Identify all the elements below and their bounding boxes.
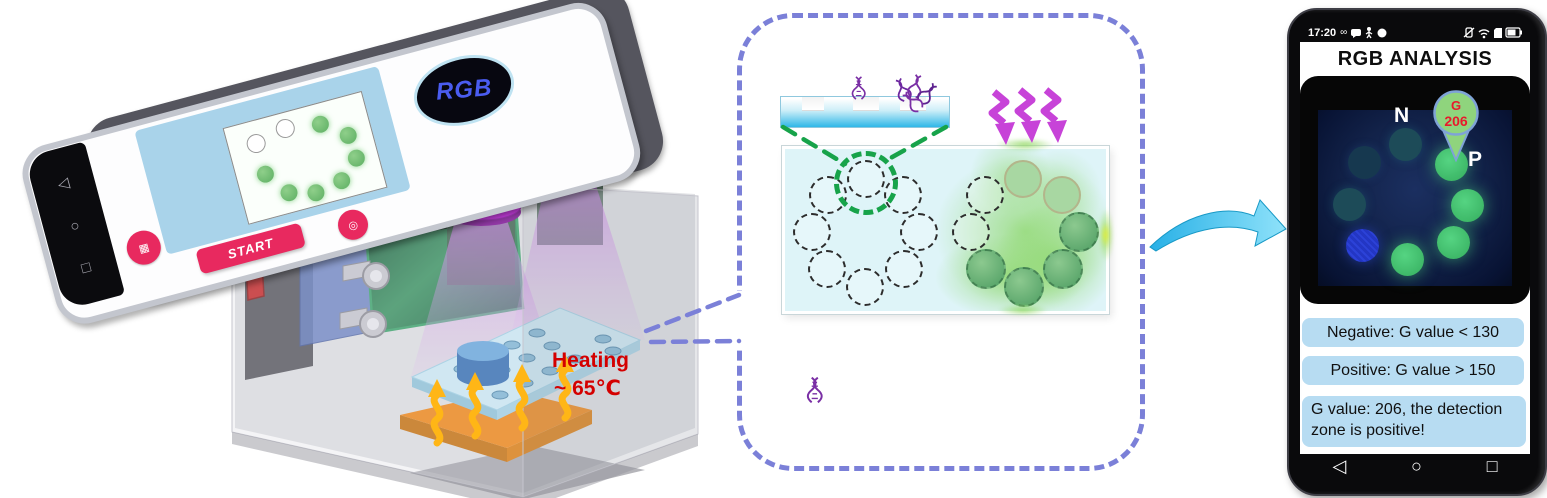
strip-well-target: [853, 97, 879, 111]
well-negative: [808, 250, 846, 288]
preview-well-green: [278, 182, 300, 204]
home-icon[interactable]: ○: [68, 216, 82, 236]
chip-top-view: [782, 146, 1109, 314]
pin-channel: G: [1451, 98, 1461, 113]
well-negative: [846, 268, 884, 306]
well-empty: [966, 176, 1004, 214]
well-empty: [952, 213, 990, 251]
preview-well-empty: [244, 131, 268, 156]
preview-well-green: [337, 125, 359, 146]
dot-right-positive: [1451, 189, 1484, 222]
transfer-arrow: [1149, 199, 1287, 252]
strip-well-empty: [802, 97, 824, 111]
well-negative: [900, 213, 938, 251]
result-nav-bar: ◁ ○ □: [1300, 456, 1530, 477]
dot-bottomright-positive: [1437, 226, 1470, 259]
dot-bottomleft-blue: [1346, 229, 1379, 262]
message-icon: [1351, 28, 1362, 38]
person-icon: [1365, 27, 1373, 39]
recents-icon[interactable]: □: [79, 258, 93, 277]
home-icon[interactable]: ○: [1411, 456, 1422, 476]
preview-well-green: [309, 113, 331, 135]
light-cone: [510, 176, 645, 340]
heater-front: [400, 415, 507, 462]
preview-well-green: [305, 182, 327, 204]
recents-icon[interactable]: □: [1486, 456, 1498, 476]
wifi-icon: [1478, 28, 1490, 38]
positive-zone-label: P: [1468, 148, 1483, 171]
pin-value: 206: [1444, 113, 1468, 129]
well-positive: [1043, 249, 1083, 289]
back-icon[interactable]: ◁: [55, 174, 72, 194]
page-title: RGB ANALYSIS: [1337, 48, 1493, 70]
preview-well-green: [255, 163, 276, 185]
magnifier-ring: [834, 151, 898, 215]
heating-label: Heating: [552, 349, 630, 372]
app-logo-text: RGB: [434, 74, 494, 106]
battery-icon: [1505, 27, 1522, 38]
well-positive: [1059, 212, 1099, 252]
dot-top-negative: [1389, 128, 1422, 161]
well-positive: [966, 249, 1006, 289]
callout-frame-gap: [729, 291, 746, 347]
g-value-pin: G 206: [1433, 90, 1479, 163]
preview-well-empty: [273, 116, 297, 141]
well-positive-light: [1004, 160, 1042, 198]
glow-fringe: [1101, 222, 1110, 248]
chip-cross-section: [780, 96, 950, 128]
dot-topleft-negative: [1348, 146, 1381, 179]
well-negative: [793, 213, 831, 251]
positive-rule-box: Positive: G value > 150: [1302, 356, 1524, 385]
box-skirt: [232, 432, 698, 498]
result-line1: G value: 206, the detection: [1311, 401, 1503, 418]
dna-icon: [851, 76, 866, 100]
negative-zone-label: N: [1394, 104, 1410, 127]
heater-side: [507, 410, 592, 462]
status-bar: 17:20 ∞: [1300, 23, 1530, 42]
dna-icon: [806, 376, 823, 404]
dot-left-negative: [1333, 188, 1366, 221]
notification-icon: [1377, 28, 1387, 37]
preview-well-green: [345, 147, 367, 169]
chip-side: [497, 340, 640, 420]
heating-temperature: ~ 65℃: [554, 377, 621, 400]
infinity-icon: ∞: [1340, 27, 1348, 38]
dot-topright-positive: [1435, 148, 1468, 181]
vibrate-icon: [1463, 27, 1475, 38]
heat-arrow: [430, 366, 572, 447]
well-positive: [1004, 267, 1044, 307]
analysis-photo: [1318, 110, 1512, 286]
sim-icon: [1494, 27, 1502, 38]
well-negative: [885, 250, 923, 288]
glow-fringe: [998, 304, 1048, 316]
sample-cylinder-top: [457, 341, 509, 361]
magnified-callout-frame: [737, 13, 1145, 471]
glow-fringe: [996, 138, 1054, 151]
result-box: G value: 206, the detection zone is posi…: [1302, 396, 1526, 447]
status-time: 17:20: [1308, 26, 1337, 39]
result-line2: zone is positive!: [1311, 422, 1425, 439]
analysis-photo-frame: N P G 206: [1300, 76, 1530, 304]
dot-bottom-positive: [1391, 243, 1424, 276]
negative-rule-box: Negative: G value < 130: [1302, 318, 1524, 347]
well-positive-light: [1043, 176, 1081, 214]
preview-well-green: [331, 170, 353, 192]
back-icon[interactable]: ◁: [1332, 456, 1347, 476]
heat-arrow-heads: [428, 354, 574, 397]
